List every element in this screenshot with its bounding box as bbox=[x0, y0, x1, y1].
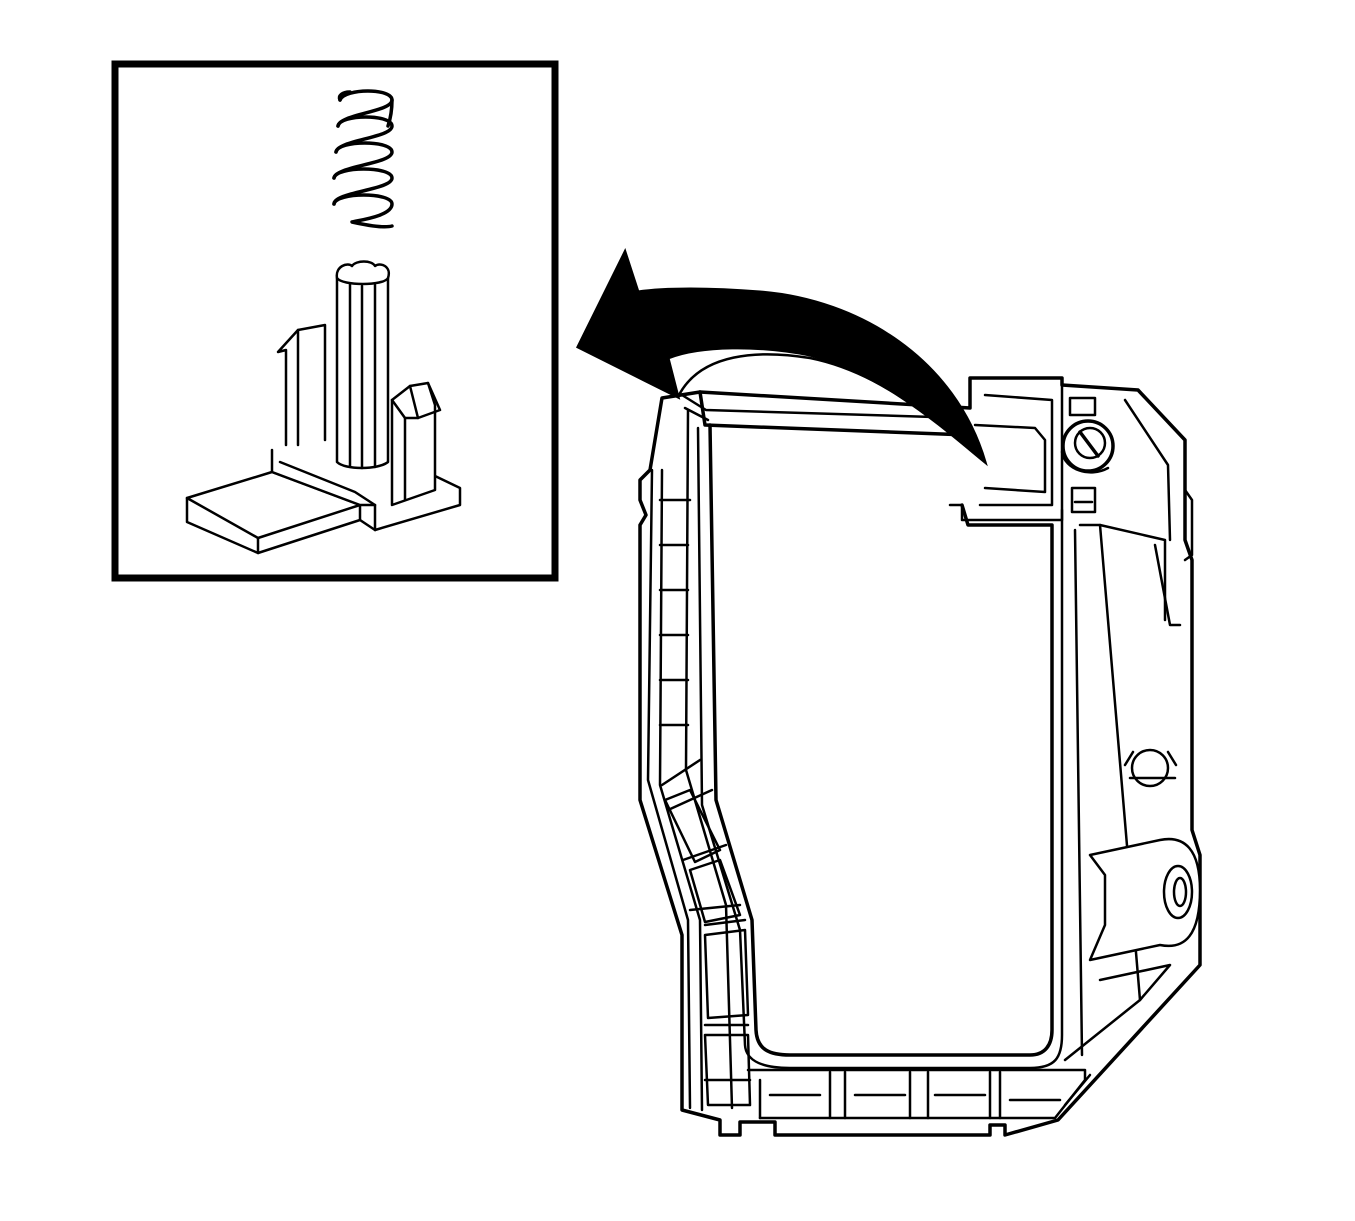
removal-arrow bbox=[575, 248, 988, 467]
coil-spring bbox=[332, 89, 394, 229]
lock-cylinder bbox=[1060, 419, 1115, 474]
glove-box-housing bbox=[638, 376, 1202, 1137]
detail-inset bbox=[111, 60, 559, 582]
plunger-latch bbox=[185, 260, 462, 555]
